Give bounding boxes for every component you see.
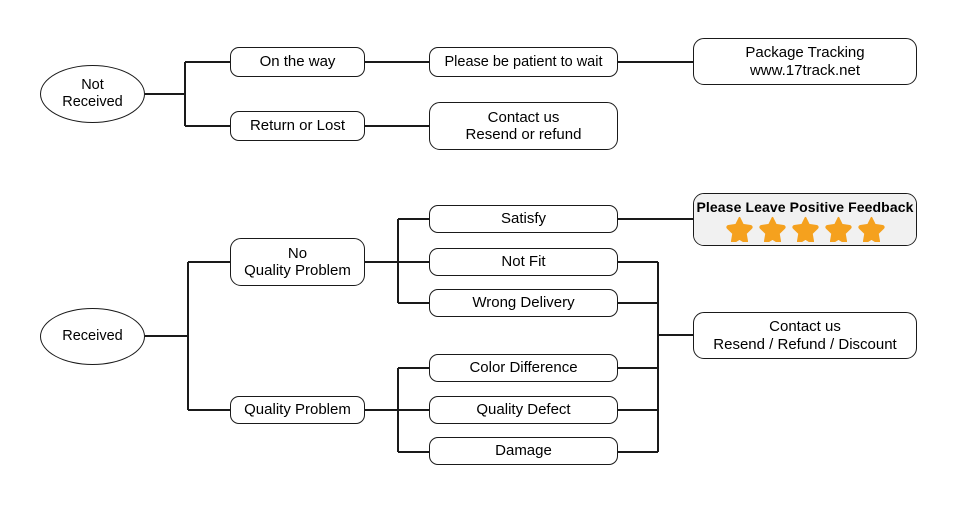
node-package-tracking[interactable]: Package Tracking www.17track.net <box>693 38 917 85</box>
node-wait-message[interactable]: Please be patient to wait <box>429 47 618 77</box>
star-rating[interactable] <box>725 216 885 242</box>
node-wrong-delivery[interactable]: Wrong Delivery <box>429 289 618 317</box>
star-icon[interactable] <box>857 216 885 242</box>
node-return-or-lost[interactable]: Return or Lost <box>230 111 365 141</box>
node-no-quality-problem[interactable]: No Quality Problem <box>230 238 365 286</box>
node-not-received[interactable]: Not Received <box>40 65 145 123</box>
node-quality-defect[interactable]: Quality Defect <box>429 396 618 424</box>
node-color-difference[interactable]: Color Difference <box>429 354 618 382</box>
star-icon[interactable] <box>758 216 786 242</box>
node-contact-resend-refund-discount[interactable]: Contact us Resend / Refund / Discount <box>693 312 917 359</box>
node-received[interactable]: Received <box>40 308 145 365</box>
feedback-inner-panel: Please Leave Positive Feedback <box>694 194 916 245</box>
node-on-the-way[interactable]: On the way <box>230 47 365 77</box>
star-icon[interactable] <box>824 216 852 242</box>
node-leave-positive-feedback[interactable]: Please Leave Positive Feedback <box>693 193 917 246</box>
star-icon[interactable] <box>791 216 819 242</box>
node-quality-problem[interactable]: Quality Problem <box>230 396 365 424</box>
star-icon[interactable] <box>725 216 753 242</box>
node-satisfy[interactable]: Satisfy <box>429 205 618 233</box>
feedback-label: Please Leave Positive Feedback <box>696 198 914 215</box>
node-not-fit[interactable]: Not Fit <box>429 248 618 276</box>
node-contact-resend-or-refund[interactable]: Contact us Resend or refund <box>429 102 618 150</box>
node-damage[interactable]: Damage <box>429 437 618 465</box>
